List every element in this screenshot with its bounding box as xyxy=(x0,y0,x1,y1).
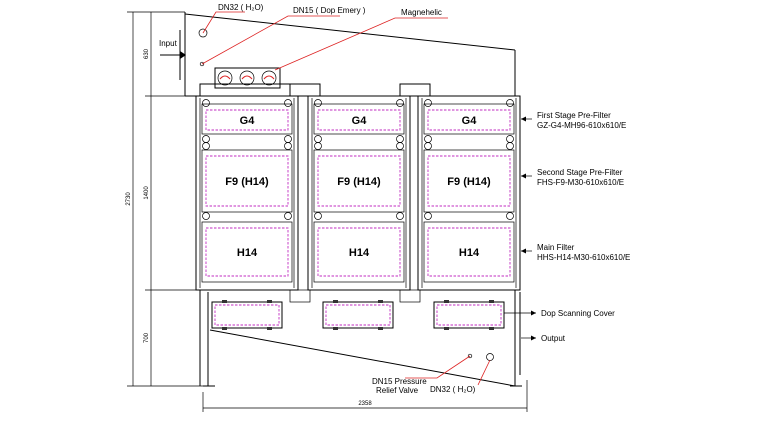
dn15-top-port xyxy=(199,61,205,67)
stage-3-title: Main Filter xyxy=(537,243,575,252)
filter-label-c2-g4: G4 xyxy=(352,115,368,127)
dim-overall-height: 2730 xyxy=(126,192,132,206)
stage-callout-arrows xyxy=(521,116,532,254)
dim-filter-section: 1400 xyxy=(144,186,150,200)
dn15-bottom-leader xyxy=(405,355,471,379)
dim-bottom-section: 700 xyxy=(144,332,150,343)
filter-label-c3-h14: H14 xyxy=(459,247,480,259)
dn32-bottom-label: DN32 ( H₂O) xyxy=(430,385,476,394)
magnehelic-label: Magnehelic xyxy=(401,8,442,17)
dimension-lines xyxy=(127,11,528,412)
stage-1-model: GZ-G4-MH96-610x610/E xyxy=(537,121,626,130)
dim-overall-width: 2358 xyxy=(358,401,372,407)
outlet-plenum xyxy=(199,289,522,387)
dn32-top-port xyxy=(198,28,208,38)
inlet-plenum xyxy=(184,12,516,97)
input-label: Input xyxy=(159,39,178,48)
input-arrow xyxy=(160,30,186,80)
stage-2-model: FHS-F9-M30-610x610/E xyxy=(537,178,624,187)
stage-1-title: First Stage Pre-Filter xyxy=(537,111,611,120)
dn32-bottom-leader xyxy=(477,359,491,386)
dim-top-section: 630 xyxy=(144,48,150,59)
dn15-bottom-label-line1: DN15 Pressure xyxy=(372,377,427,386)
dn32-bottom-port xyxy=(486,353,494,361)
filter-label-c3-g4: G4 xyxy=(462,115,478,127)
dop-scanning-cover-label: Dop Scanning Cover xyxy=(541,309,615,318)
stage-2-title: Second Stage Pre-Filter xyxy=(537,168,623,177)
magnehelic-gauges xyxy=(214,67,281,89)
dn15-top-label: DN15 ( Dop Emery ) xyxy=(293,6,366,15)
filter-column-1 xyxy=(195,95,299,291)
filter-label-c1-h14: H14 xyxy=(237,247,258,259)
dn32-top-label: DN32 ( H₂O) xyxy=(218,3,264,12)
dn15-bottom-port xyxy=(467,353,473,359)
filter-label-c3-f9: F9 (H14) xyxy=(447,176,491,188)
leader-lines-top xyxy=(201,11,448,71)
filter-column-3 xyxy=(417,95,521,291)
dop-scanning-covers xyxy=(211,300,505,330)
stage-3-model: HHS-H14-M30-610x610/E xyxy=(537,253,630,262)
bottom-callout-arrows xyxy=(504,310,536,341)
filter-label-c1-f9: F9 (H14) xyxy=(225,176,269,188)
dn15-bottom-label-line2: Relief Valve xyxy=(376,386,419,395)
filter-column-2 xyxy=(307,95,411,291)
filter-label-c2-f9: F9 (H14) xyxy=(337,176,381,188)
output-label: Output xyxy=(541,334,566,343)
filter-label-c2-h14: H14 xyxy=(349,247,370,259)
filter-label-c1-g4: G4 xyxy=(240,115,256,127)
